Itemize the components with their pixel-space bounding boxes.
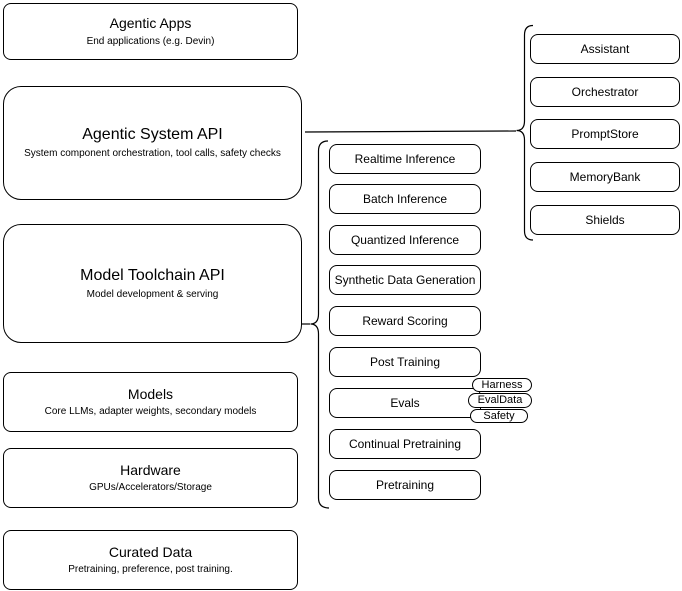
model-toolchain-api-title: Model Toolchain API [80,266,225,284]
node-continual-pretraining: Continual Pretraining [329,429,481,459]
eval-tag-harness: Harness [472,378,532,392]
node-quantized-inference: Quantized Inference [329,225,481,255]
box-models: Models Core LLMs, adapter weights, secon… [3,372,298,432]
box-agentic-apps: Agentic Apps End applications (e.g. Devi… [3,3,298,60]
agentic-apps-subtitle: End applications (e.g. Devin) [86,35,215,47]
box-agentic-system-api: Agentic System API System component orch… [3,86,302,200]
box-hardware: Hardware GPUs/Accelerators/Storage [3,448,298,508]
eval-tag-safety: Safety [470,409,528,423]
hardware-title: Hardware [120,461,181,478]
node-assistant: Assistant [530,34,680,64]
agentic-system-api-title: Agentic System API [82,126,223,144]
models-title: Models [127,385,174,402]
node-evals: Evals [329,388,481,418]
node-orchestrator: Orchestrator [530,77,680,107]
box-model-toolchain-api: Model Toolchain API Model development & … [3,224,302,343]
agentic-system-api-subtitle: System component orchestration, tool cal… [24,148,281,160]
api-to-system-connector [304,130,517,133]
toolchain-brace [310,140,330,509]
node-realtime-inference: Realtime Inference [329,144,481,174]
node-promptstore: PromptStore [530,119,680,149]
node-post-training: Post Training [329,347,481,377]
eval-tag-evaldata: EvalData [468,393,532,408]
node-synthetic-data-generation: Synthetic Data Generation [329,265,481,295]
node-memorybank: MemoryBank [530,162,680,192]
node-shields: Shields [530,205,680,235]
node-batch-inference: Batch Inference [329,184,481,214]
node-pretraining: Pretraining [329,470,481,500]
box-curated-data: Curated Data Pretraining, preference, po… [3,530,298,590]
curated-data-subtitle: Pretraining, preference, post training. [68,564,233,575]
node-reward-scoring: Reward Scoring [329,306,481,336]
models-subtitle: Core LLMs, adapter weights, secondary mo… [44,406,257,417]
agentic-apps-title: Agentic Apps [109,15,192,31]
curated-data-title: Curated Data [108,543,193,560]
model-toolchain-api-subtitle: Model development & serving [86,288,219,300]
hardware-subtitle: GPUs/Accelerators/Storage [89,482,212,493]
